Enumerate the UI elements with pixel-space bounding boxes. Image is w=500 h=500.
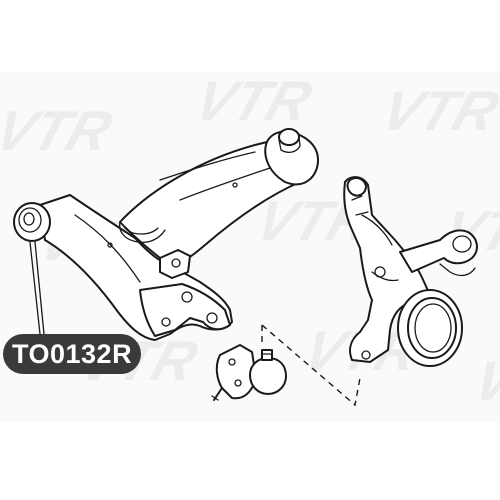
ball-joint-icon	[211, 344, 287, 401]
steering-knuckle-icon	[343, 176, 478, 367]
assembly-guide-lines	[261, 324, 361, 407]
bushing-icon	[13, 202, 51, 242]
watermark-text: VTR	[187, 70, 320, 132]
callout-leader-line	[29, 241, 45, 335]
part-number-label: TO0132R	[3, 334, 142, 374]
bushing-icon	[264, 128, 319, 186]
watermark-text: VTR	[0, 100, 120, 162]
watermark-text: VTR	[374, 80, 500, 142]
control-arm-icon	[39, 139, 301, 341]
